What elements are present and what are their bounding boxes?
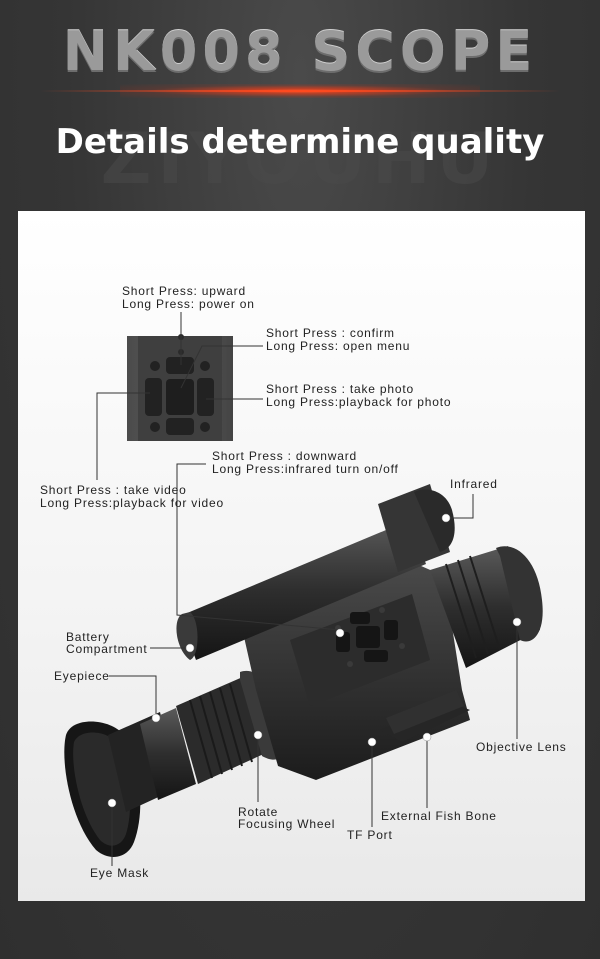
label-up-short: Short Press: upward xyxy=(122,284,246,298)
label-tf-port: TF Port xyxy=(347,828,393,842)
callout-lines xyxy=(96,312,518,866)
page-title: NK008 SCOPE xyxy=(62,20,538,83)
label-objective-lens: Objective Lens xyxy=(476,740,567,754)
label-rotate-line1: Rotate xyxy=(238,805,279,819)
button-panel-closeup xyxy=(127,334,233,441)
label-fish-bone: External Fish Bone xyxy=(381,809,497,823)
label-down-short: Short Press : downward xyxy=(212,449,357,463)
label-infrared: Infrared xyxy=(450,477,498,491)
label-confirm-short: Short Press : confirm xyxy=(266,326,395,340)
label-confirm-long: Long Press: open menu xyxy=(266,339,411,353)
label-video-short: Short Press : take video xyxy=(40,483,187,497)
label-photo-long: Long Press:playback for photo xyxy=(266,395,452,409)
label-battery-line1: Battery xyxy=(66,630,110,644)
label-video-long: Long Press:playback for video xyxy=(40,496,224,510)
watermark-text: ZIYOUHU xyxy=(100,118,500,200)
label-eye-mask: Eye Mask xyxy=(90,866,150,880)
label-eyepiece: Eyepiece xyxy=(54,669,110,683)
red-glow-line xyxy=(40,90,560,92)
label-photo-short: Short Press : take photo xyxy=(266,382,414,396)
page-subtitle: Details determine quality xyxy=(55,122,545,162)
label-battery-line2: Compartment xyxy=(66,642,148,656)
label-up-long: Long Press: power on xyxy=(122,297,255,311)
label-rotate-line2: Focusing Wheel xyxy=(238,817,336,831)
callout-dots xyxy=(107,513,522,808)
label-down-long: Long Press:infrared turn on/off xyxy=(212,462,399,476)
scope-body xyxy=(64,484,543,857)
